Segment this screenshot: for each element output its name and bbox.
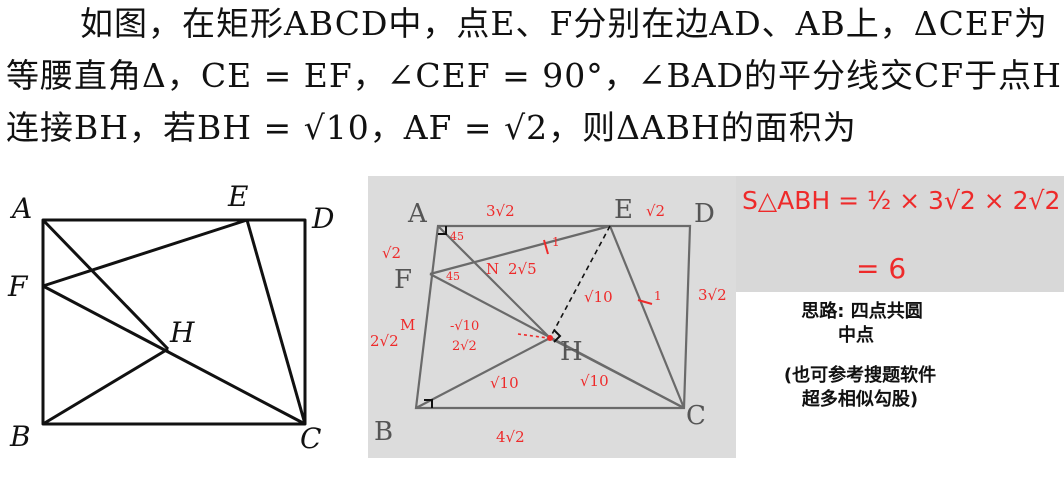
annotated-photo: A E D F H B C 3√2 √2 √2 2√2 3√2 4√2 2√5 … xyxy=(368,176,736,458)
photo-label-M: M xyxy=(400,316,415,334)
note-line-4: 超多相似勾股) xyxy=(801,389,919,410)
label-H: H xyxy=(169,316,195,349)
photo-len-fb: 2√2 xyxy=(370,332,399,350)
photo-label-H: H xyxy=(560,337,583,367)
photo-label-C: C xyxy=(686,401,706,431)
photo-len-ed: √2 xyxy=(646,202,665,220)
photo-len-dc: 3√2 xyxy=(698,286,727,304)
photo-tick-1: 1 xyxy=(552,235,560,249)
photo-segment-bh xyxy=(415,337,551,409)
working-line-2: = 6 xyxy=(856,252,907,285)
photo-label-B: B xyxy=(374,417,393,447)
photo-label-E: E xyxy=(614,195,633,225)
solution-notes: 思路: 四点共圆 中点 (也可参考搜题软件 超多相似勾股) xyxy=(740,300,1064,412)
problem-line-1: 如图，在矩形ABCD中，点E、F分别在边AD、AB上，ΔCEF为 xyxy=(80,4,1048,43)
segment-ef xyxy=(42,218,248,288)
photo-len-fn: 2√5 xyxy=(508,260,537,278)
label-F: F xyxy=(7,270,29,303)
segment-ce xyxy=(245,219,307,425)
label-A: A xyxy=(9,192,32,225)
photo-label-F: F xyxy=(394,265,412,295)
photo-mark-1: -√10 xyxy=(450,319,479,334)
photo-angle-f45: 45 xyxy=(446,270,460,283)
photo-len-af: √2 xyxy=(382,244,401,262)
photo-segment-ce xyxy=(608,225,686,409)
problem-line-2: 等腰直角Δ，CE = EF，∠CEF = 90°，∠BAD的平分线交CF于点H， xyxy=(6,56,1064,95)
photo-segment-hc xyxy=(549,337,685,409)
note-line-3: (也可参考搜题软件 xyxy=(783,365,937,386)
photo-len-bc: 4√2 xyxy=(496,428,525,446)
photo-tick-2: 1 xyxy=(654,289,662,303)
photo-dashed-eh xyxy=(549,225,611,339)
segment-bh xyxy=(42,347,169,426)
note-line-1: 思路: 四点共圆 xyxy=(801,301,923,322)
segment-ah xyxy=(41,218,170,351)
photo-len-ae: 3√2 xyxy=(486,202,515,220)
photo-mark-2: 2√2 xyxy=(452,339,477,354)
problem-line-3: 连接BH，若BH = √10，AF = √2，则ΔABH的面积为 xyxy=(6,108,857,147)
photo-segment-ah xyxy=(437,225,551,339)
label-B: B xyxy=(9,420,31,453)
geometry-figure: A E D F H B C xyxy=(7,180,334,455)
photo-label-A: A xyxy=(407,199,428,229)
photo-angle-a45: 45 xyxy=(450,230,464,243)
label-C: C xyxy=(300,422,321,455)
photo-label-N: N xyxy=(486,260,499,278)
segment-fc xyxy=(42,284,306,426)
label-D: D xyxy=(311,202,334,235)
rectangle-abcd xyxy=(41,218,307,426)
area-working: S△ABH = ½ × 3√2 × 2√2 = 6 xyxy=(736,176,1064,292)
note-line-2: 中点 xyxy=(838,325,874,346)
photo-len-bh: √10 xyxy=(490,374,519,392)
working-line-1: S△ABH = ½ × 3√2 × 2√2 xyxy=(742,186,1061,215)
label-E: E xyxy=(227,180,248,213)
photo-label-D: D xyxy=(694,199,715,229)
photo-segment-ef xyxy=(429,224,611,276)
photo-len-hc: √10 xyxy=(580,372,609,390)
photo-len-eh: √10 xyxy=(584,288,613,306)
